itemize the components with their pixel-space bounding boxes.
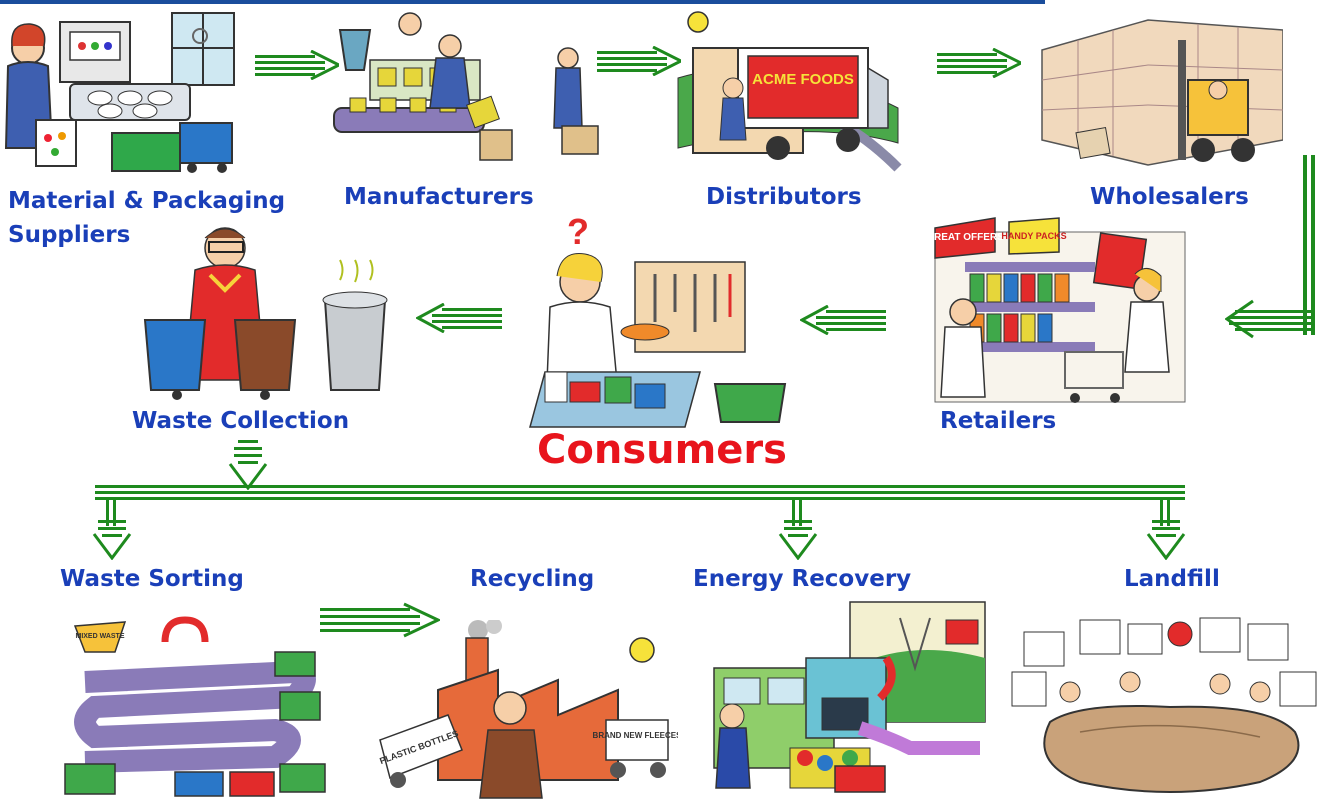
label-landfill: Landfill [1124, 566, 1220, 592]
top-rule [0, 0, 1045, 4]
distribution-bus [95, 485, 1185, 500]
arrow-suppliers-to-manufacturers [255, 50, 339, 80]
arrow-bus-to-landfill [1146, 500, 1186, 560]
recycling-illustration: PLASTIC BOTTLES BRAND NEW FLEECES [378, 620, 678, 799]
arrow-distributors-to-wholesalers [937, 48, 1021, 78]
supplier-illustration [4, 12, 235, 173]
energy-recovery-illustration [713, 601, 986, 793]
consumers-illustration: ? [529, 212, 787, 428]
label-wholesalers: Wholesalers [1090, 184, 1249, 210]
label-recycling: Recycling [470, 566, 595, 592]
arrow-sorting-to-recycling [320, 602, 440, 638]
arrow-consumers-to-waste-collection [416, 303, 502, 333]
label-waste-collection: Waste Collection [132, 408, 350, 434]
waste-collection-illustration [143, 227, 388, 400]
wholesalers-illustration [1041, 19, 1283, 166]
fleeces-text: BRAND NEW FLEECES [593, 731, 678, 740]
arrow-manufacturers-to-distributors [597, 46, 681, 76]
mixed-waste-text: MIXED WASTE [75, 633, 124, 640]
connector-wholesalers-to-retailers [1225, 155, 1315, 339]
landfill-illustration [1011, 617, 1317, 793]
arrow-retailers-to-consumers [800, 305, 886, 335]
label-energy-recovery: Energy Recovery [693, 566, 912, 592]
label-material-packaging-suppliers: Material & Packaging Suppliers [8, 188, 286, 248]
svg-text:?: ? [567, 212, 589, 252]
distributors-illustration: ACME FOODS [553, 11, 902, 172]
label-consumers: Consumers [537, 427, 787, 473]
great-offers-text: GREAT OFFERS [926, 232, 1004, 243]
arrow-bus-to-energy-recovery [778, 500, 818, 560]
handy-packs-text: HANDY PACKS [1001, 231, 1066, 241]
arrow-bus-to-waste-sorting [92, 500, 132, 560]
label-distributors: Distributors [706, 184, 862, 210]
label-waste-sorting: Waste Sorting [60, 566, 244, 592]
label-manufacturers: Manufacturers [344, 184, 534, 210]
retailers-illustration: GREAT OFFERS HANDY PACKS [926, 217, 1186, 403]
acme-text: ACME FOODS [752, 71, 854, 88]
manufacturers-illustration [333, 12, 513, 161]
label-retailers: Retailers [940, 408, 1057, 434]
waste-sorting-illustration: MIXED WASTE [64, 616, 326, 797]
